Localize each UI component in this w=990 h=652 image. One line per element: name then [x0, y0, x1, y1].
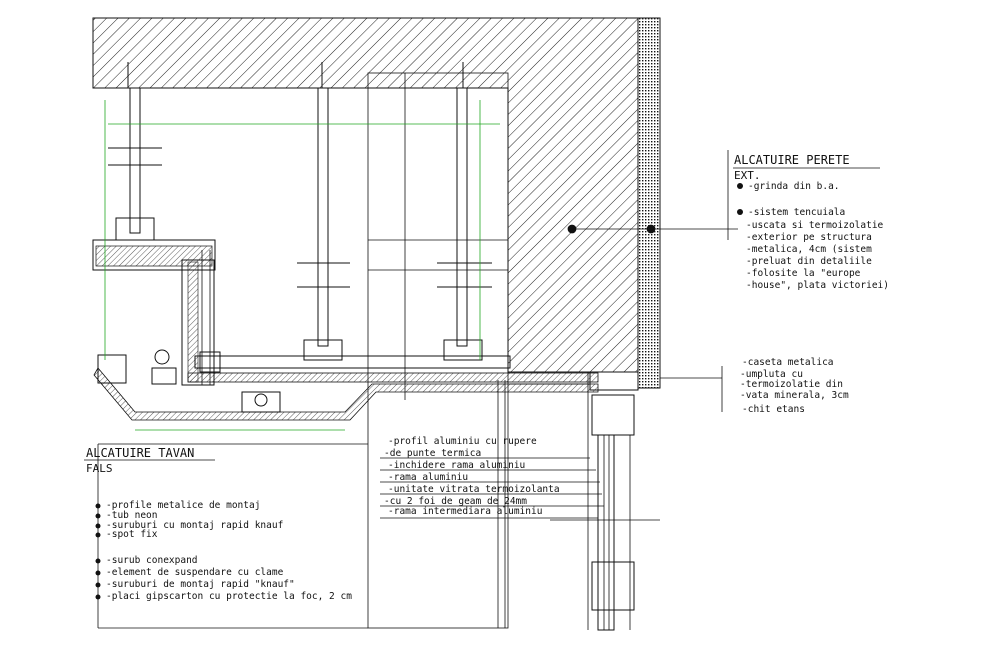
- wall-note-item: -uscata si termoizolatie: [746, 220, 884, 231]
- window-note-item: -rama aluminiu: [388, 472, 469, 483]
- ceiling-note-subtitle: FALS: [86, 462, 113, 475]
- ceiling-note-item: -profile metalice de montaj: [106, 500, 261, 511]
- ceiling-note-item: -tub neon: [106, 510, 158, 521]
- callout-leaders: [97, 150, 738, 629]
- facade-note-item: -termoizolatie din: [740, 379, 843, 390]
- facade-note-item: -umpluta cu: [740, 369, 803, 380]
- window-note-item: -inchidere rama aluminiu: [388, 460, 526, 471]
- wall-note-item: -metalica, 4cm (sistem: [746, 244, 872, 255]
- wall-note-title: ALCATUIRE PERETE: [734, 153, 850, 167]
- suspended-ceiling: [93, 349, 599, 421]
- facade-note-item: -chit etans: [742, 404, 805, 415]
- ceiling-note-item: -suruburi de montaj rapid "knauf": [106, 579, 295, 590]
- wall-note-item: -preluat din detaliile: [746, 256, 872, 267]
- ceiling-note-item: -spot fix: [106, 529, 158, 540]
- ceiling-light-box: [92, 239, 216, 386]
- window-note-item: -unitate vitrata termoizolanta: [388, 484, 560, 495]
- reference-frames: [367, 72, 509, 629]
- wall-note-item: -sistem tencuiala: [748, 207, 846, 218]
- callout-dots: [95, 183, 743, 600]
- window-frame: [587, 371, 639, 631]
- concrete-beam: [92, 17, 639, 373]
- window-note-item: -profil aluminiu cu rupere: [388, 436, 537, 447]
- title-underlines: [84, 167, 880, 461]
- ceiling-note-item: -placi gipscarton cu protectie la foc, 2…: [106, 591, 352, 602]
- rod-tops: [127, 62, 464, 88]
- ceiling-note-item: -suruburi cu montaj rapid knauf: [106, 520, 284, 531]
- wall-note-item: -house", plata victoriei): [746, 280, 889, 291]
- wall-note-item: -exterior pe structura: [746, 232, 872, 243]
- ceiling-note-title: ALCATUIRE TAVAN: [86, 446, 195, 460]
- facade-note-item: -caseta metalica: [742, 357, 834, 368]
- ceiling-note-item: -element de suspendare cu clame: [106, 567, 284, 578]
- wall-note-item: -grinda din b.a.: [748, 181, 840, 192]
- window-note-item: -rama intermediara aluminiu: [388, 506, 543, 517]
- suspension-rods: [108, 87, 492, 361]
- window-note-item: -de punte termica: [384, 448, 482, 459]
- wall-note-subtitle: EXT.: [734, 169, 761, 182]
- window-note-item: -cu 2 foi de geam de 24mm: [384, 496, 527, 507]
- dimension-lines: [104, 100, 500, 431]
- ceiling-note-item: -surub conexpand: [106, 555, 198, 566]
- wall-note-item: -folosite la "europe: [746, 268, 861, 279]
- facade-note-item: -vata minerala, 3cm: [740, 390, 849, 401]
- exterior-insulation-layer: [637, 17, 661, 389]
